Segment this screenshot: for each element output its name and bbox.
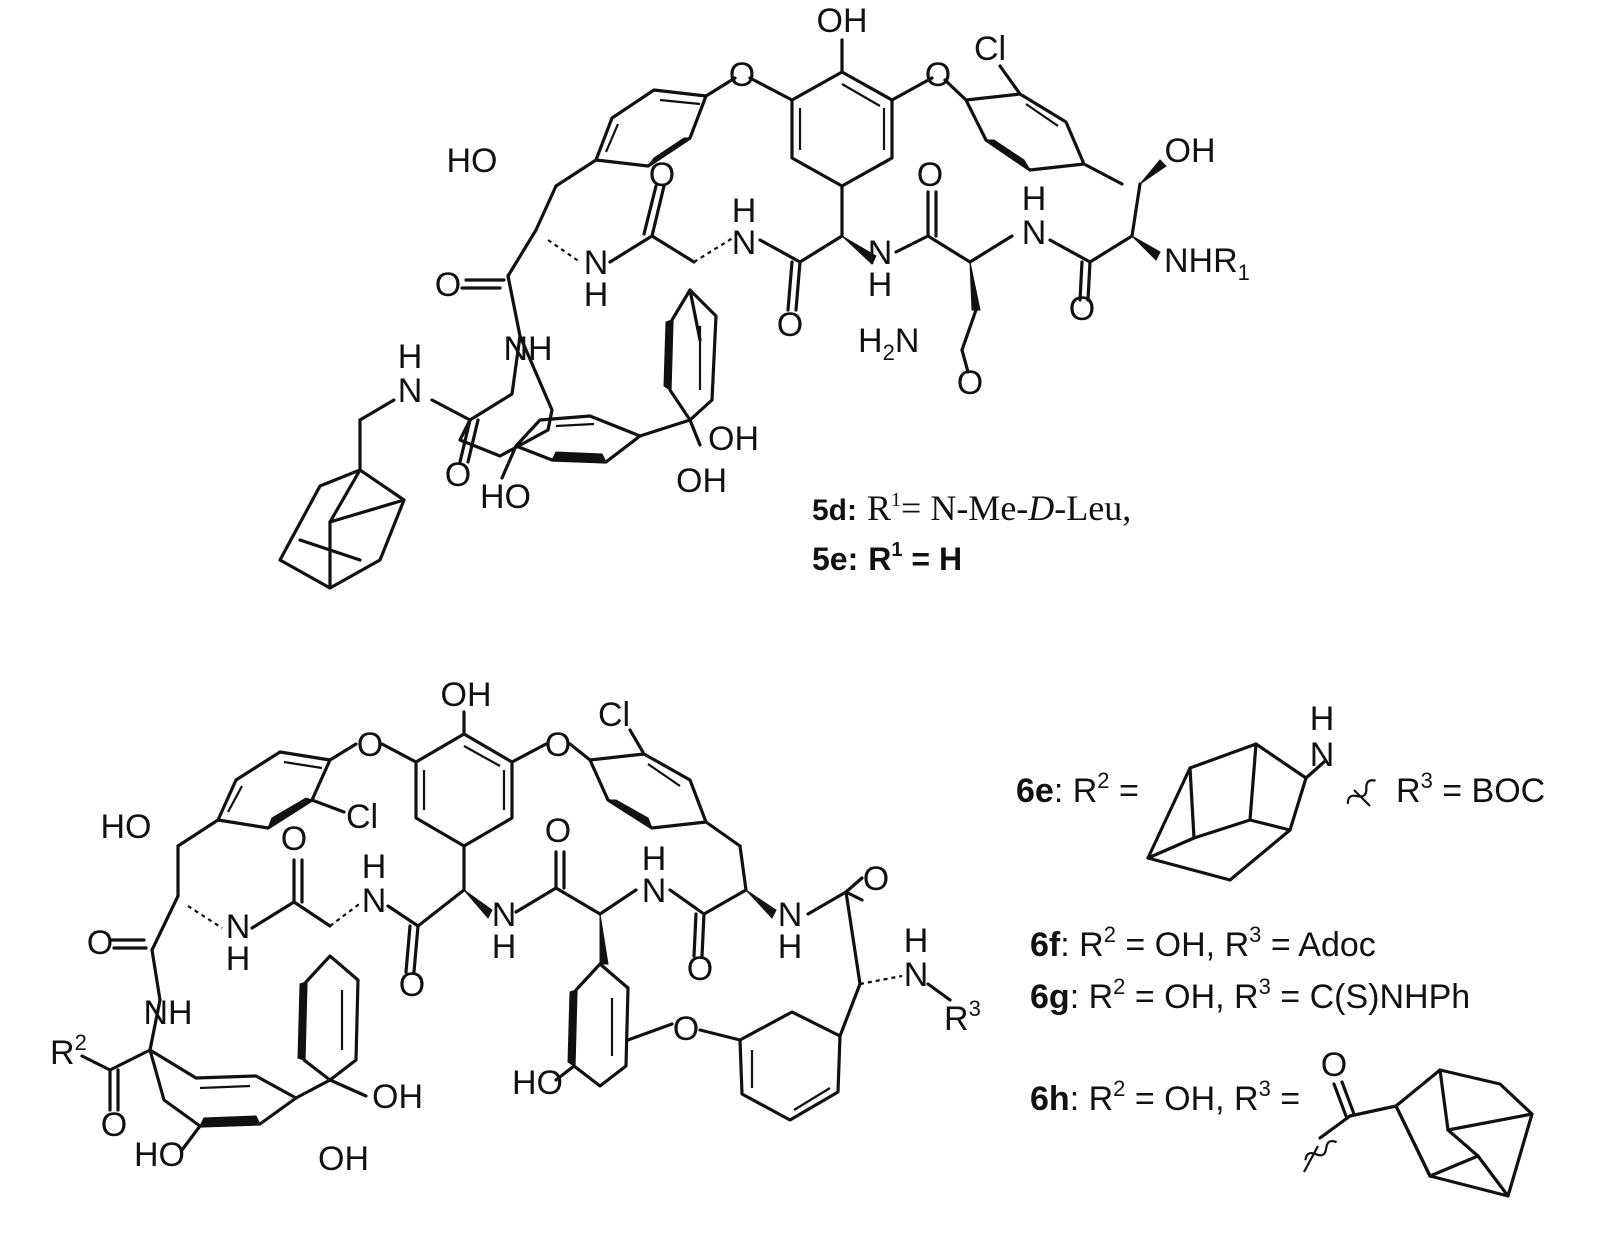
- label-h: H: [904, 922, 929, 960]
- label-n: N: [492, 896, 517, 934]
- label-o: O: [917, 156, 943, 194]
- right-aryl-ring-top: [943, 64, 1124, 186]
- label-o: O: [87, 924, 113, 962]
- label-h: H: [226, 940, 251, 978]
- label-o: O: [777, 306, 803, 344]
- adamantylamino-group: H N: [1146, 700, 1376, 882]
- label-n: N: [904, 956, 929, 994]
- label-o: O: [445, 456, 471, 494]
- label-o: O: [925, 56, 951, 94]
- label-nhr1: NHR1: [1164, 242, 1250, 285]
- lower-rings-bottom: [80, 954, 862, 1152]
- label-h: H: [362, 848, 387, 886]
- atom-labels-top: OH Cl O O HO OH O O O O O O O H N N H N …: [398, 2, 1250, 516]
- legend-6g: 6g: R2 = OH, R3 = C(S)NHPh: [1030, 974, 1470, 1016]
- label-oh: OH: [1165, 132, 1216, 170]
- label-h2n: H2N: [858, 322, 919, 365]
- compound-6-structure: OH Cl Cl O O O HO O O O O O O O H N N H …: [50, 676, 1545, 1198]
- label-o: O: [435, 266, 461, 304]
- legend-top: 5d:R1= N-Me-D-Leu, 5e:R1 = H: [812, 488, 1131, 577]
- legend-bottom: 6e: R2 = H N R3 = BOC 6f: R2 = OH, R3 = …: [1016, 700, 1545, 1198]
- label-oh: OH: [441, 676, 492, 714]
- label-o: O: [281, 820, 307, 858]
- label-r3: R3: [944, 996, 981, 1038]
- label-ho: HO: [512, 1064, 563, 1102]
- label-cl: Cl: [598, 696, 630, 734]
- label-n: N: [732, 224, 757, 262]
- label-o: O: [399, 966, 425, 1004]
- label-n: N: [642, 872, 667, 910]
- lower-ring-top: [278, 288, 718, 590]
- label-o: O: [957, 364, 983, 402]
- label-h: H: [778, 928, 803, 966]
- label-o: O: [545, 812, 571, 850]
- label-h: H: [492, 928, 517, 966]
- label-o: O: [545, 726, 571, 764]
- label-o: O: [687, 950, 713, 988]
- label-oh: OH: [817, 2, 868, 40]
- left-aryl-ring-top: [554, 76, 737, 188]
- backbone-top: [460, 159, 1167, 374]
- label-ho: HO: [447, 142, 498, 180]
- label-o: O: [673, 1010, 699, 1048]
- central-ring-top: [748, 38, 934, 238]
- label-nh: NH: [143, 994, 192, 1032]
- legend-5e: 5e:R1 = H: [812, 539, 962, 577]
- label-h: H: [868, 266, 893, 304]
- label-o: O: [649, 156, 675, 194]
- label-oh: OH: [676, 462, 727, 500]
- label-ho: HO: [134, 1136, 185, 1174]
- legend-6e-r3: R3 = BOC: [1396, 768, 1545, 810]
- label-nh: NH: [503, 330, 552, 368]
- label-o: O: [357, 726, 383, 764]
- legend-6h: 6h: R2 = OH, R3 =: [1030, 1076, 1300, 1118]
- label-h: H: [642, 840, 667, 878]
- left-aryl-ring-bottom: [176, 742, 358, 848]
- label-oh: OH: [372, 1078, 423, 1116]
- right-aryl-ring-bottom: [568, 728, 742, 848]
- label-n: N: [1022, 214, 1047, 252]
- label-o: O: [101, 1106, 127, 1144]
- label-h: H: [1022, 180, 1047, 218]
- adamantanecarbonyl-group: O: [1303, 1046, 1534, 1198]
- central-ring-bottom: [380, 710, 548, 892]
- label-n: N: [362, 882, 387, 920]
- label-r2: R2: [50, 1030, 87, 1072]
- label-ho: HO: [101, 808, 152, 846]
- legend-5d: 5d:R1= N-Me-D-Leu,: [812, 488, 1131, 528]
- label-n: N: [226, 908, 251, 946]
- label-cl: Cl: [974, 30, 1006, 68]
- label-o: O: [729, 56, 755, 94]
- label-ho: HO: [480, 478, 531, 516]
- label-o: O: [1321, 1046, 1347, 1084]
- label-oh: OH: [318, 1140, 369, 1178]
- label-h: H: [398, 338, 423, 376]
- label-h: H: [584, 276, 609, 314]
- legend-6f: 6f: R2 = OH, R3 = Adoc: [1030, 922, 1376, 964]
- atom-labels-bottom: OH Cl Cl O O O HO O O O O O O O H N N H …: [50, 676, 981, 1178]
- label-h: H: [1310, 700, 1335, 738]
- label-o: O: [1069, 290, 1095, 328]
- label-h: H: [732, 192, 757, 230]
- label-n: N: [778, 896, 803, 934]
- label-oh: OH: [708, 420, 759, 458]
- label-o: O: [863, 860, 889, 898]
- label-n: N: [398, 372, 423, 410]
- label-n: N: [1310, 736, 1335, 774]
- compound-5-structure: OH Cl O O HO OH O O O O O O O H N N H N …: [278, 2, 1250, 590]
- label-n: N: [868, 234, 893, 272]
- backbone-bottom: [110, 844, 952, 1002]
- label-cl: Cl: [346, 798, 378, 836]
- legend-6e: 6e: R2 =: [1016, 768, 1139, 810]
- label-n: N: [584, 244, 609, 282]
